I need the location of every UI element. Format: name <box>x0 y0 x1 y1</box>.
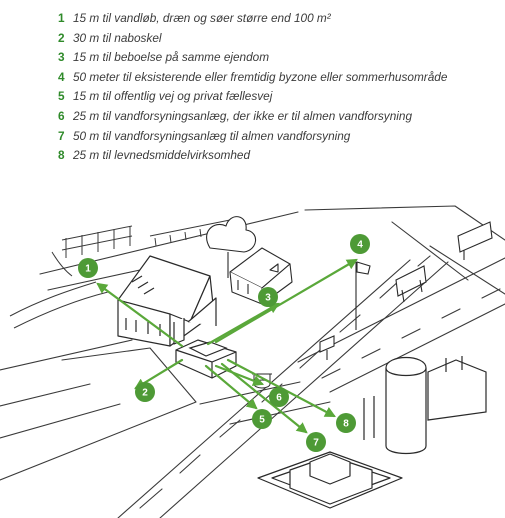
fence <box>61 219 231 258</box>
legend-item-5: 5 15 m til offentlig vej og privat fælles… <box>58 87 447 107</box>
badge-2: 2 <box>135 382 155 402</box>
legend-text: 50 meter til eksisterende eller fremtidi… <box>73 69 448 84</box>
distance-legend: 1 15 m til vandløb, dræn og søer større e… <box>58 9 447 166</box>
legend-number: 7 <box>58 128 65 143</box>
legend-text: 15 m til vandløb, dræn og søer større en… <box>73 11 331 25</box>
signs <box>319 221 493 360</box>
legend-text: 30 m til naboskel <box>73 30 162 45</box>
legend-item-4: 4 50 meter til eksisterende eller fremtid… <box>58 68 447 88</box>
svg-text:4: 4 <box>357 240 363 251</box>
legend-number: 2 <box>58 30 65 45</box>
legend-text: 15 m til beboelse på samme ejendom <box>73 50 270 65</box>
badge-1: 1 <box>78 258 98 278</box>
neighbour-house <box>206 216 293 305</box>
food-factory <box>363 356 487 455</box>
badge-7: 7 <box>306 432 326 452</box>
legend-text: 25 m til levnedsmiddelvirksomhed <box>73 148 251 163</box>
svg-text:2: 2 <box>142 388 148 399</box>
arrow-3 <box>206 302 280 346</box>
arrow-7 <box>220 362 308 434</box>
waterworks <box>257 451 403 509</box>
badge-3: 3 <box>258 287 278 307</box>
svg-text:1: 1 <box>85 264 91 275</box>
legend-number: 3 <box>58 50 65 65</box>
legend-item-2: 2 30 m til naboskel <box>58 29 447 49</box>
legend-text: 25 m til vandforsyningsanlæg, der ikke e… <box>73 108 412 123</box>
badge-5: 5 <box>252 409 272 429</box>
stream <box>9 251 109 329</box>
farmhouse <box>117 255 217 347</box>
arrow-6 <box>214 364 265 386</box>
arrow-4 <box>214 258 358 344</box>
badge-6: 6 <box>269 387 289 407</box>
legend-item-7: 7 50 m til vandforsyningsanlæg til almen … <box>58 127 447 147</box>
svg-text:8: 8 <box>343 419 349 430</box>
roads <box>0 205 505 518</box>
legend-text: 50 m til vandforsyningsanlæg til almen v… <box>73 128 351 143</box>
legend-item-1: 1 15 m til vandløb, dræn og søer større e… <box>58 9 447 29</box>
badge-4: 4 <box>350 234 370 254</box>
badge-8: 8 <box>336 413 356 433</box>
svg-text:7: 7 <box>313 438 319 449</box>
legend-number: 6 <box>58 108 65 123</box>
legend-text: 15 m til offentlig vej og privat fællesv… <box>73 89 273 104</box>
svg-text:3: 3 <box>265 293 271 304</box>
storage-tank <box>175 339 237 379</box>
svg-text:5: 5 <box>259 415 265 426</box>
legend-number: 8 <box>58 148 65 163</box>
arrow-1 <box>96 282 184 348</box>
legend-number: 4 <box>58 69 65 84</box>
arrow-5 <box>204 364 258 410</box>
legend-number: 5 <box>58 89 65 104</box>
legend-item-3: 3 15 m til beboelse på samme ejendom <box>58 48 447 68</box>
legend-item-8: 8 25 m til levnedsmiddelvirksomhed <box>58 146 447 166</box>
svg-text:6: 6 <box>276 393 282 404</box>
legend-number: 1 <box>58 11 65 25</box>
legend-item-6: 6 25 m til vandforsyningsanlæg, der ikke … <box>58 107 447 127</box>
